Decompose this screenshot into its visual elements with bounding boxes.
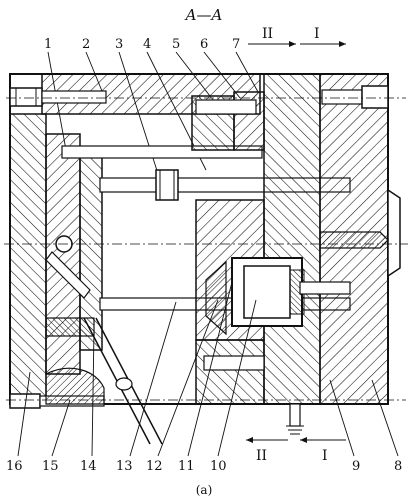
part-label-10: 10 <box>210 459 227 474</box>
part-label-13: 13 <box>116 459 133 474</box>
section-title: A—A <box>184 6 223 24</box>
screw-shank-top-left <box>41 90 107 104</box>
screw-head-top-left <box>9 87 43 107</box>
part-label-16: 16 <box>6 459 23 474</box>
section-marker-top: II I <box>248 26 346 47</box>
runner-rod <box>299 281 351 295</box>
screw-9 <box>203 355 265 371</box>
section-marker-bottom: II I <box>246 437 346 464</box>
guide-block-14 <box>45 367 105 405</box>
wedge-block <box>45 317 95 337</box>
part-label-11: 11 <box>178 459 195 474</box>
section-marker-bottom-right: I <box>322 448 328 464</box>
part-label-9: 9 <box>352 459 360 474</box>
part-label-5: 5 <box>172 37 180 52</box>
screw-top-right-shank <box>321 89 363 105</box>
plate-7 <box>263 73 321 405</box>
part-label-12: 12 <box>146 459 163 474</box>
section-marker-bottom-left: II <box>256 448 267 464</box>
bottom-leader-lines <box>17 281 399 457</box>
bottom-pin <box>289 403 301 427</box>
section-marker-top-left: II <box>262 26 273 42</box>
part-label-8: 8 <box>394 459 402 474</box>
part-label-15: 15 <box>42 459 59 474</box>
link-arm <box>45 251 91 299</box>
part-label-14: 14 <box>80 459 97 474</box>
part-label-7: 7 <box>232 37 240 52</box>
part-label-4: 4 <box>143 37 151 52</box>
top-part-labels: 1 2 3 4 5 6 7 <box>44 37 240 52</box>
screw-5 <box>195 99 257 115</box>
inclined-pin <box>83 317 163 445</box>
section-marker-top-right: I <box>314 26 320 42</box>
plate-9-left <box>195 339 265 405</box>
bottom-part-labels: 16 15 14 13 12 11 10 9 8 <box>6 459 402 474</box>
part-label-6: 6 <box>200 37 208 52</box>
centerlines <box>4 97 408 401</box>
bottom-spring <box>286 425 304 435</box>
slider-12 <box>205 260 227 336</box>
part-label-1: 1 <box>44 37 52 52</box>
part-label-3: 3 <box>115 37 123 52</box>
sprue-bushing <box>387 188 401 278</box>
figure-caption: (a) <box>196 483 213 497</box>
molded-part <box>243 265 291 319</box>
sprue-channel <box>319 231 389 249</box>
screw-top-right-head <box>361 85 389 109</box>
left-support-plate <box>9 113 47 405</box>
nut-3 <box>155 169 179 201</box>
part-label-2: 2 <box>82 37 90 52</box>
